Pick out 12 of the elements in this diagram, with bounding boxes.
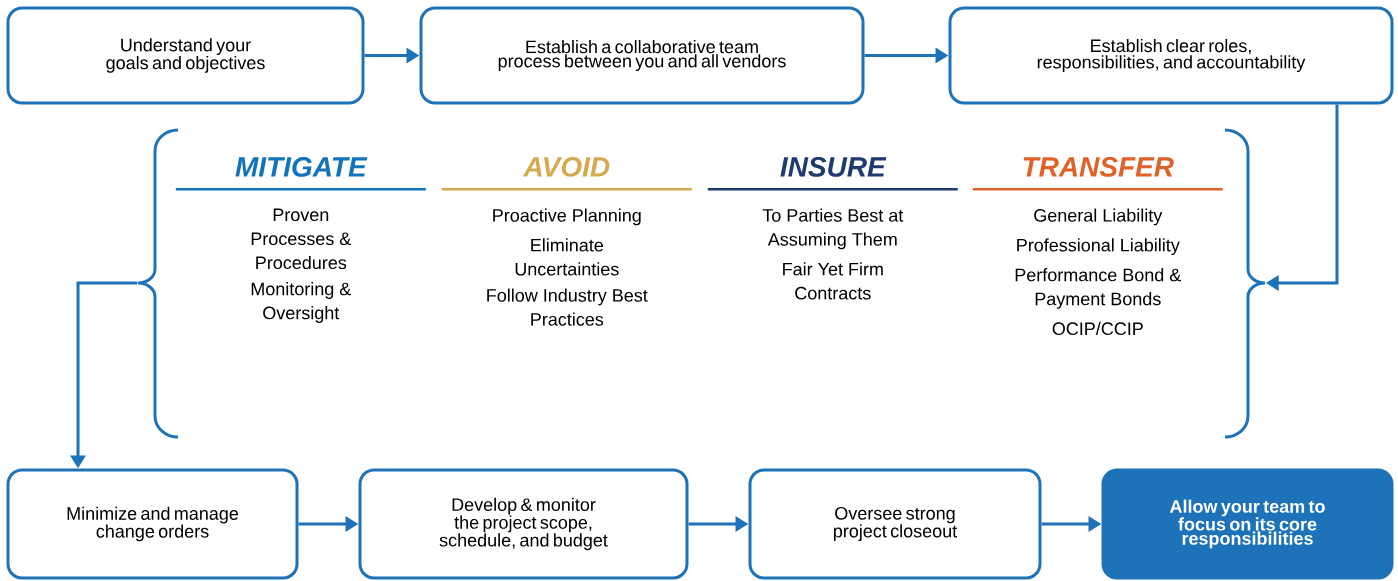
process-box: Understand your goals and objectives	[6, 6, 365, 105]
category-column: INSURE To Parties Best at Assuming Them Fair Yet Firm Contracts	[707, 157, 958, 300]
category-column: TRANSFER General Liability Professional Liability Performance Bond & Payment Bonds OCIP/CCIP	[972, 157, 1223, 336]
process-box: Oversee strong project closeout	[748, 468, 1042, 580]
process-box: Establish clear roles, responsibilities, and accountability	[948, 6, 1394, 105]
process-box: Allow your team to focus on its core responsibilities	[1101, 468, 1394, 580]
category-column: MITIGATE Proven Processes & Procedures Monitoring & Oversight	[175, 157, 426, 323]
process-box: Develop & monitor the project scope, schedule, and budget	[358, 468, 689, 580]
process-box: Minimize and manage change orders	[6, 468, 299, 580]
process-box: Establish a collaborative team process between you and all vendors	[419, 6, 865, 105]
brace-drawing	[136, 128, 1267, 439]
category-column: AVOID Proactive Planning Eliminate Uncertainties Follow Industry Best Practices	[441, 157, 692, 326]
